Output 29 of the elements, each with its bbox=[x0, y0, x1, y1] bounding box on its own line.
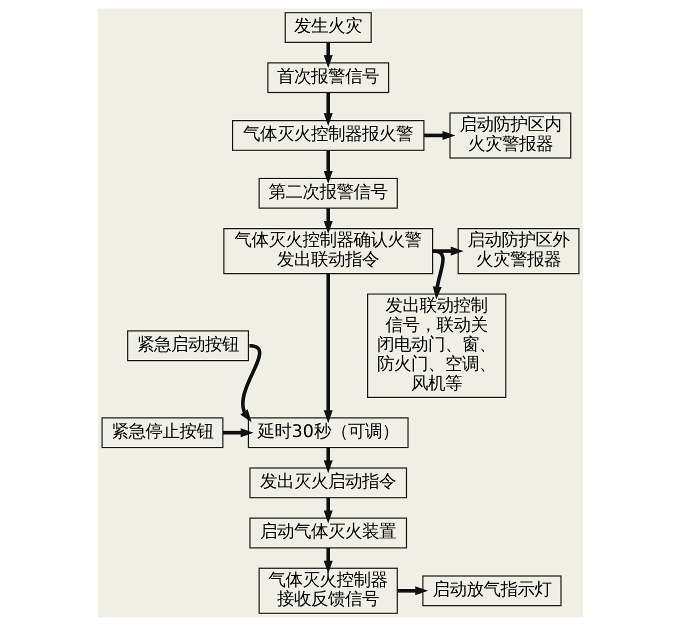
arrow bbox=[323, 208, 332, 234]
node-box: 气体灭火控制器接收反馈信号 bbox=[258, 568, 398, 614]
node-box: 启动气体灭火装置 bbox=[248, 518, 407, 548]
arrow bbox=[323, 274, 332, 424]
arrow bbox=[397, 586, 428, 596]
arrow bbox=[432, 249, 444, 300]
node-box: 紧急启动按钮 bbox=[126, 330, 249, 362]
arrow bbox=[423, 130, 455, 140]
node-box: 第二次报警信号 bbox=[258, 178, 398, 209]
arrow bbox=[323, 548, 332, 574]
arrow bbox=[323, 92, 332, 126]
arrow bbox=[323, 42, 332, 68]
node-box: 气体灭火控制器报火警 bbox=[231, 120, 424, 151]
arrow bbox=[222, 428, 253, 438]
arrow bbox=[323, 150, 332, 184]
node-box: 发出联动控制信号，联动关闭电动门、窗、防火门、空调、风机等 bbox=[366, 293, 506, 398]
arrow bbox=[323, 448, 332, 474]
arrow bbox=[240, 344, 261, 422]
node-box: 首次报警信号 bbox=[266, 62, 389, 94]
node-box: 气体灭火控制器确认火警发出联动指令 bbox=[222, 228, 433, 274]
node-box: 发出灭火启动指令 bbox=[248, 467, 407, 498]
arrow bbox=[432, 246, 464, 256]
arrow bbox=[323, 498, 332, 524]
node-box: 紧急停止按钮 bbox=[100, 417, 223, 448]
node-box: 启动放气指示灯 bbox=[422, 575, 562, 606]
node-box: 启动防护区外火灾警报器 bbox=[457, 228, 580, 274]
node-box: 启动防护区内火灾警报器 bbox=[448, 112, 571, 159]
node-box: 延时30秒（可调） bbox=[247, 417, 408, 448]
node-box: 发生火灾 bbox=[284, 12, 372, 43]
